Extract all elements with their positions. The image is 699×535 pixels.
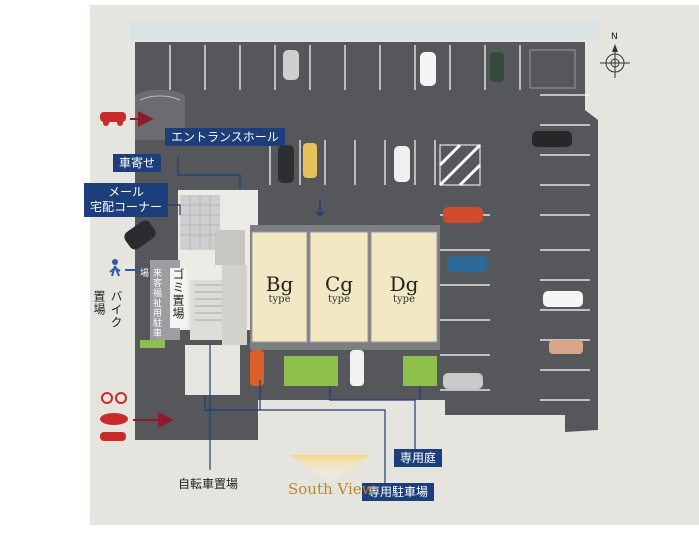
bicycle-parking-label: 自転車置場 (178, 477, 239, 491)
mail-corner-line1: メール (108, 185, 145, 199)
unit-name-bg: Bg (265, 272, 294, 296)
south-view-label: South View (288, 480, 375, 498)
private-parking-label: 専用駐車場 (362, 483, 435, 501)
ramp-box (529, 49, 576, 89)
bicycle-icon (101, 392, 127, 404)
unit-bg (251, 231, 308, 343)
stair (215, 230, 245, 265)
garden-1 (284, 356, 338, 386)
canal-strip (130, 22, 600, 40)
mail-corner-label: メール 宅配コーナー (84, 183, 169, 217)
garden-3 (140, 340, 165, 348)
bicycle-area (185, 345, 240, 395)
hatched-zone (438, 143, 482, 187)
drop-off-area (135, 89, 185, 140)
parking-stalls-top (169, 45, 521, 90)
car-icon (100, 432, 126, 441)
unit-type-cg: type (328, 294, 350, 305)
compass-icon (600, 44, 630, 78)
bike-parking-label: バイク置場 (92, 290, 123, 329)
garbage-label: ゴミ置場 (170, 268, 187, 328)
entrance-hall-label: エントランスホール (165, 128, 285, 146)
south-view-fan (290, 455, 370, 483)
guest-parking-label: 来客福祉用駐車場 (138, 268, 161, 338)
entrance-tiles (180, 195, 220, 250)
garden-2 (403, 356, 437, 386)
unit-type-dg: type (393, 294, 415, 305)
unit-type-bg: type (268, 294, 291, 305)
car-icon (100, 112, 126, 126)
leader-lines (165, 156, 421, 490)
unit-cg (309, 231, 369, 343)
unit-name-dg: Dg (389, 272, 419, 296)
motorcycle-icon (100, 413, 128, 425)
private-garden-label: 専用庭 (394, 449, 443, 467)
drop-off-label: 車寄せ (113, 154, 162, 172)
car-icon (124, 50, 583, 389)
north-label: N (611, 32, 618, 42)
unit-dg (370, 231, 438, 343)
pedestrian-icon (109, 259, 121, 277)
mail-corner-line2: 宅配コーナー (90, 200, 163, 214)
bicycle-rack (222, 265, 247, 345)
unit-name-cg: Cg (324, 272, 354, 296)
parking-stalls-middle (269, 140, 436, 185)
